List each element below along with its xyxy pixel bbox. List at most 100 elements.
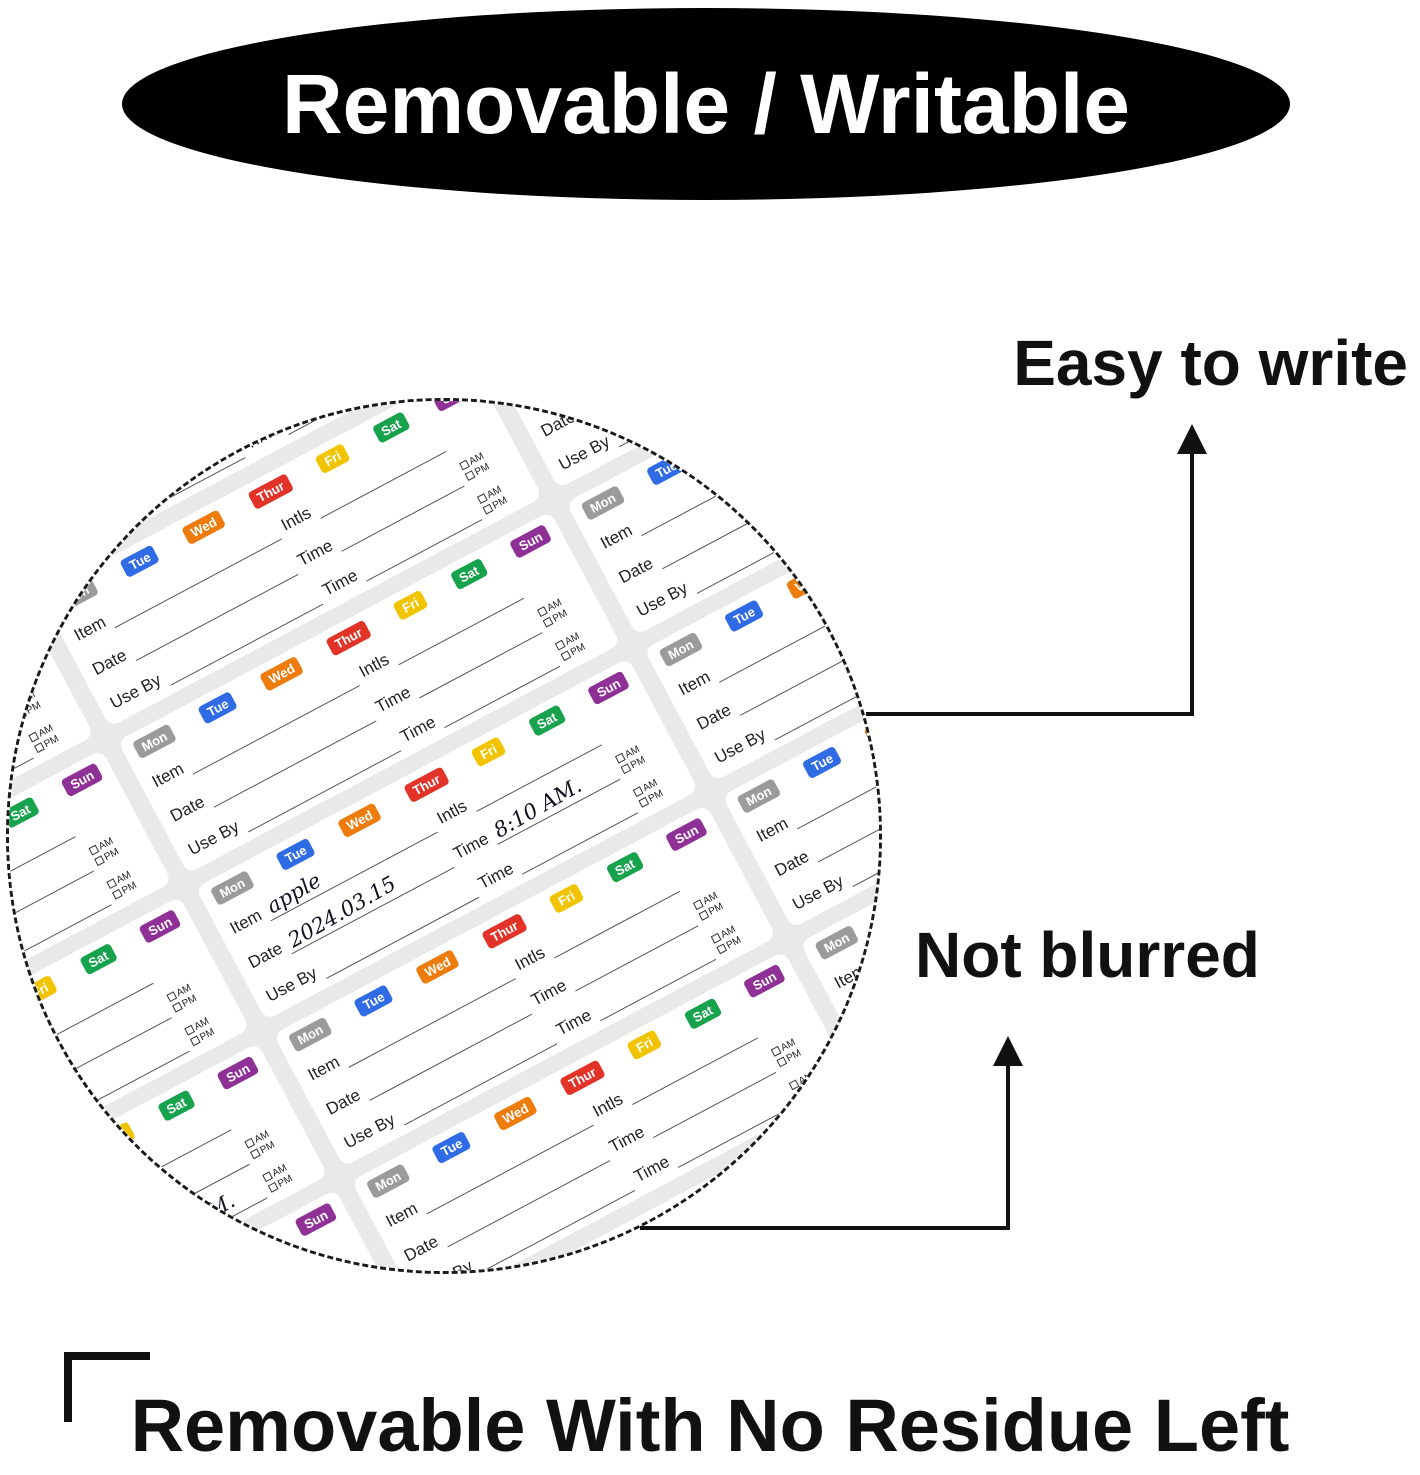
- day-chip-tue: Tue: [880, 892, 882, 926]
- checkbox-icon: [632, 786, 644, 798]
- header-title: Removable / Writable: [281, 56, 1131, 151]
- easy-to-write-arrow: [866, 424, 1207, 716]
- checkbox-icon: [554, 639, 566, 651]
- label-sheet: MonTueWedThurFriSatSunItemIntlsDateTimeA…: [9, 401, 882, 1274]
- checkbox-icon: [10, 697, 22, 709]
- field-name: Use By: [633, 578, 691, 621]
- write-line: [879, 401, 882, 490]
- checkbox-icon: [464, 469, 476, 481]
- day-chip-wed: Wed: [863, 710, 879, 747]
- checkbox-icon: [189, 1035, 201, 1047]
- field-name: Item: [597, 520, 636, 554]
- checkbox-icon: [692, 899, 704, 910]
- checkbox-icon: [88, 844, 100, 856]
- field-name: Item: [382, 1198, 421, 1232]
- footer-title: Removable With No Residue Left: [130, 1384, 1290, 1467]
- checkbox-icon: [184, 1024, 196, 1036]
- field-name: Time: [475, 858, 517, 893]
- field-name: Use By: [867, 1018, 882, 1061]
- day-chip-thur: Thur: [851, 527, 879, 565]
- field-name: Time: [397, 712, 439, 747]
- field-name: Time: [26, 1097, 69, 1132]
- checkbox-icon: [854, 1202, 866, 1214]
- checkbox-icon: [542, 616, 554, 628]
- field-name: Item: [831, 960, 870, 993]
- checkbox-icon: [482, 503, 494, 515]
- checkbox-icon: [28, 731, 40, 743]
- field-name: Use By: [106, 670, 165, 713]
- field-name: Use By: [789, 871, 847, 914]
- field-name: Time: [552, 1005, 595, 1040]
- day-chip-fri: Fri: [177, 1267, 214, 1271]
- checkbox-icon: [249, 1148, 261, 1159]
- checkbox-icon: [262, 1171, 273, 1183]
- field-name: Item: [71, 612, 110, 645]
- callout-not-blurred: Not blurred: [915, 919, 1260, 991]
- checkbox-icon: [770, 1045, 782, 1057]
- checkbox-icon: [171, 1001, 183, 1013]
- checkbox-icon: [166, 990, 178, 1002]
- checkbox-icon: [244, 1137, 255, 1149]
- field-name: Time: [845, 473, 882, 508]
- checkbox-icon: [458, 459, 470, 471]
- checkbox-icon: [111, 888, 123, 900]
- field-name: Intls: [589, 1089, 627, 1122]
- checkbox-icon: [267, 1181, 279, 1193]
- checkbox-icon: [698, 909, 710, 921]
- field-name: Use By: [9, 401, 10, 421]
- field-name: Item: [226, 905, 265, 939]
- field-name: Item: [148, 759, 188, 792]
- field-name: Time: [319, 565, 361, 600]
- field-name: Item: [675, 667, 714, 700]
- field-name: Date: [849, 992, 882, 1027]
- checkbox-icon: [866, 1225, 878, 1237]
- checkbox-icon: [476, 493, 488, 504]
- field-name: Intls: [63, 1181, 100, 1214]
- field-name: Intls: [433, 796, 471, 829]
- checkbox-icon: [716, 943, 728, 955]
- field-name: Item: [304, 1052, 343, 1085]
- field-name: Use By: [29, 523, 87, 567]
- checkbox-icon: [638, 796, 650, 808]
- field-name: Use By: [711, 724, 769, 768]
- field-name: Time: [684, 1268, 727, 1271]
- checkbox-icon: [794, 1090, 806, 1101]
- field-name: Intls: [511, 943, 549, 975]
- checkbox-icon: [15, 708, 27, 720]
- checkbox-icon: [776, 1056, 788, 1068]
- field-name: Time: [104, 1243, 147, 1274]
- field-name: Intls: [804, 411, 841, 443]
- checkbox-am: AM: [866, 1207, 879, 1239]
- checkbox-icon: [614, 752, 626, 764]
- field-name: Time: [241, 419, 283, 454]
- field-name: Item: [753, 813, 792, 847]
- checkbox-icon: [620, 763, 632, 774]
- zoom-circle: MonTueWedThurFriSatSunItemIntlsDateTimeA…: [6, 398, 882, 1274]
- field-name: Use By: [419, 1256, 477, 1271]
- field-name: Use By: [262, 963, 321, 1006]
- checkbox-icon: [33, 742, 45, 754]
- checkbox-icon: [93, 854, 105, 866]
- callout-easy-to-write: Easy to write: [1013, 327, 1408, 399]
- checkbox-icon: [536, 605, 548, 617]
- checkbox-icon: [710, 932, 722, 944]
- checkbox-icon: [106, 878, 118, 890]
- checkbox-icon: [560, 650, 572, 662]
- checkbox-icon: [848, 1192, 860, 1203]
- field-name: Time: [630, 1151, 673, 1187]
- field-name: Intls: [667, 1236, 705, 1268]
- checkbox-icon: [788, 1079, 800, 1091]
- checkbox-icon: [872, 1236, 879, 1248]
